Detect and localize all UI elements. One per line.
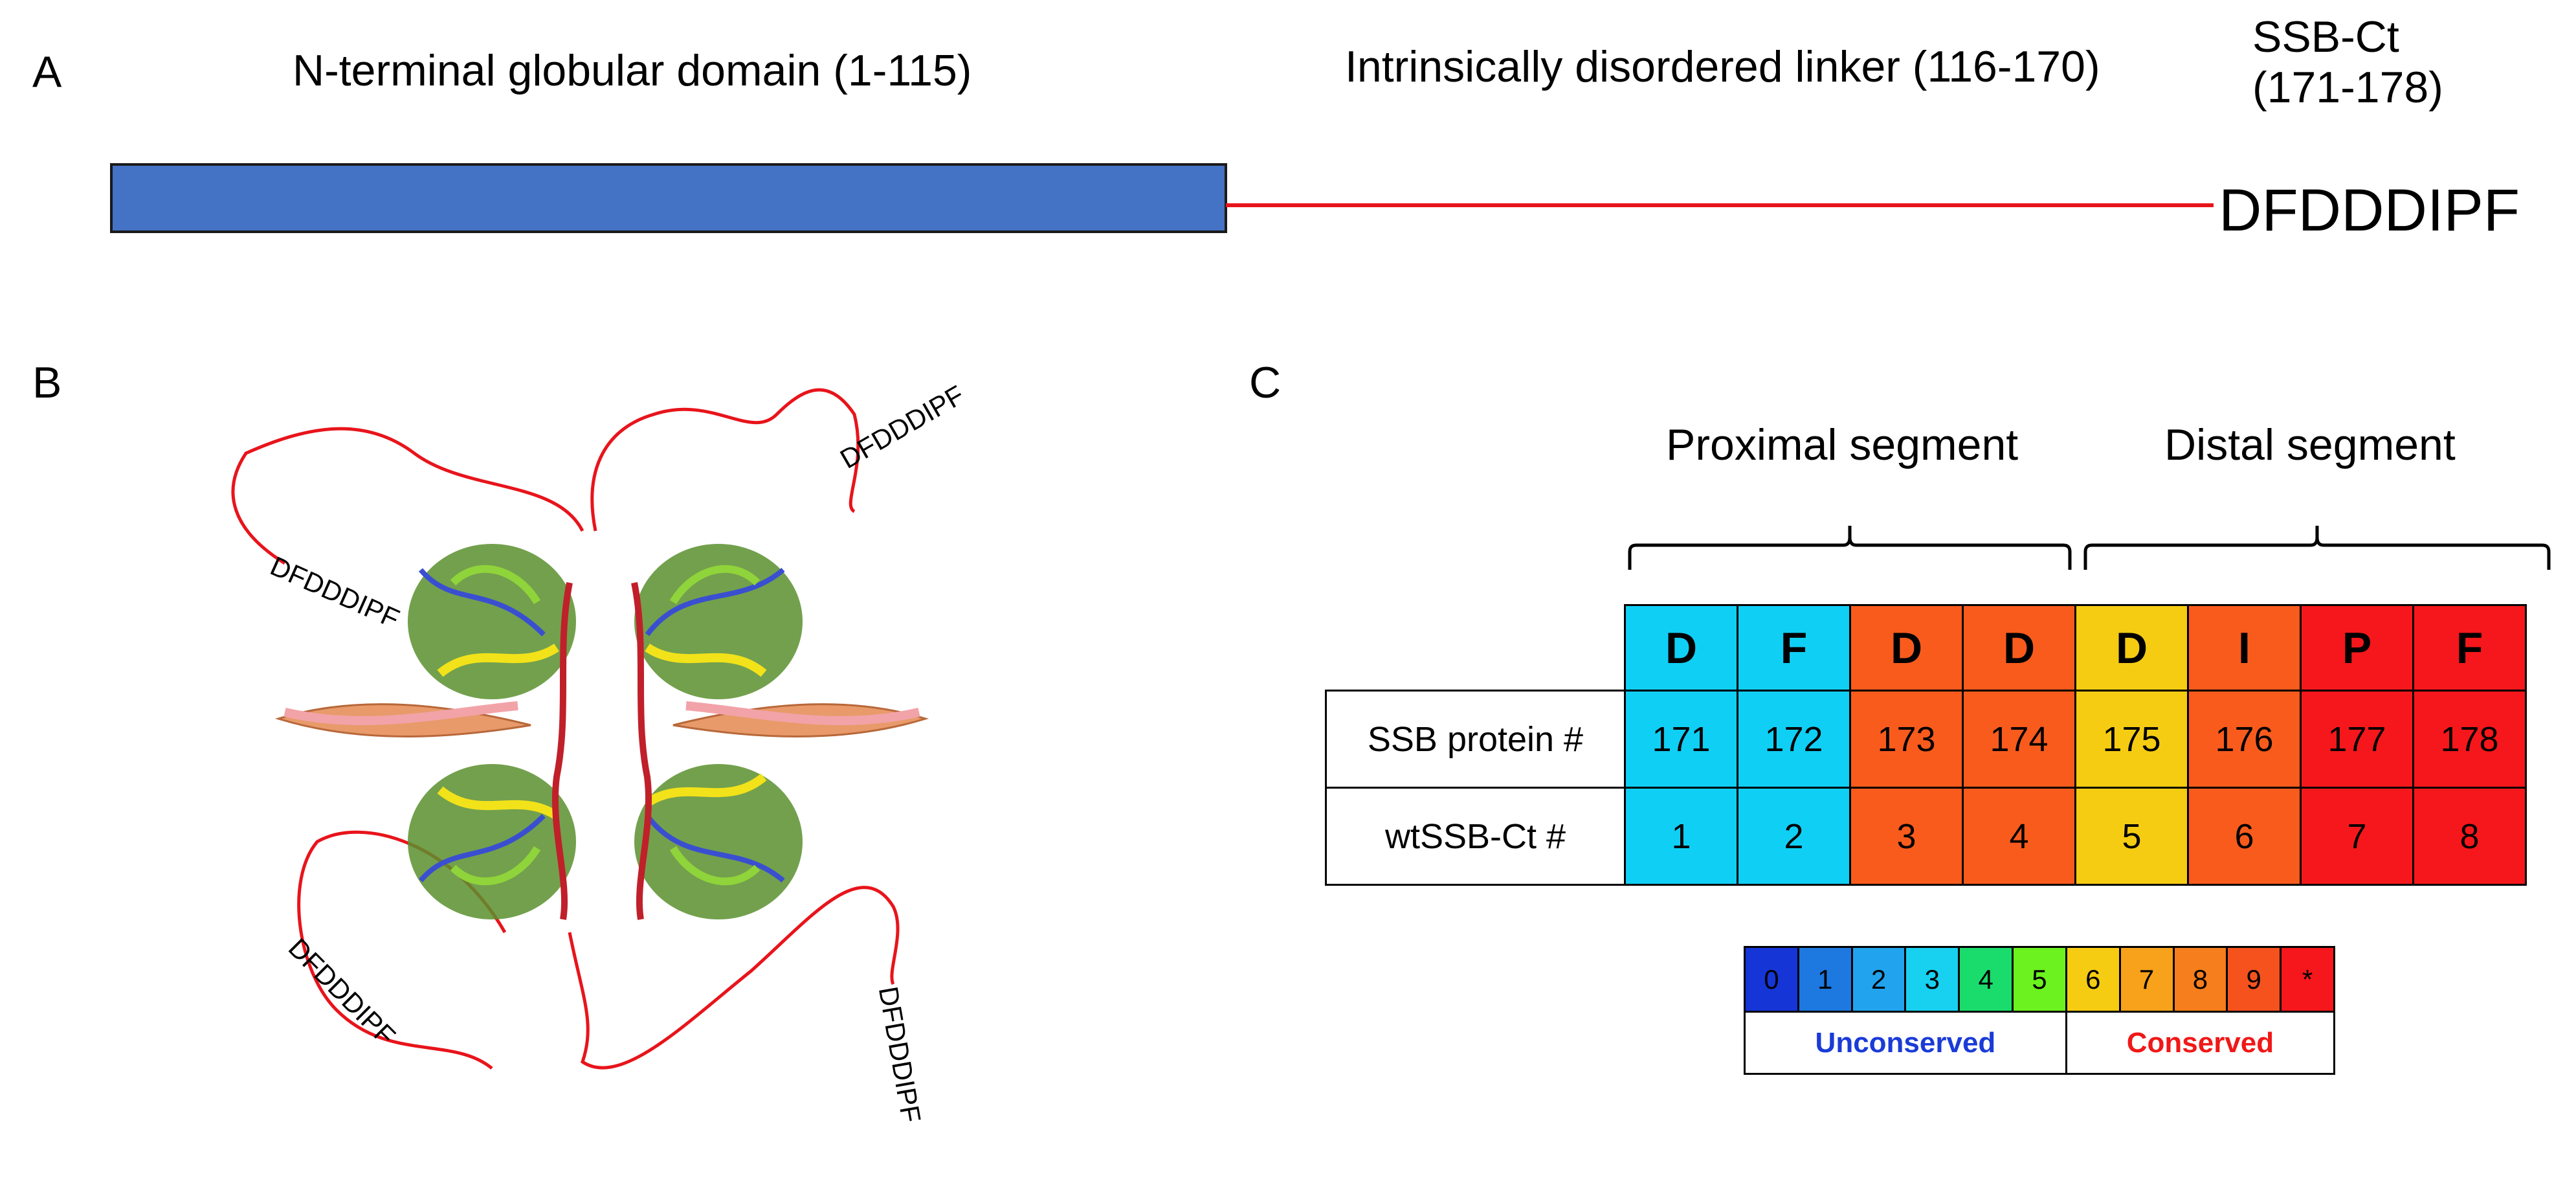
residue-letter: I (2187, 604, 2302, 692)
ssb-protein-number: 177 (2300, 690, 2414, 789)
wtssb-ct-number: 2 (1737, 787, 1851, 886)
panel-label-b: B (32, 358, 62, 407)
conserved-label: Conserved (2065, 1011, 2336, 1075)
panel-label-c: C (1249, 358, 1282, 407)
disordered-tail (568, 886, 900, 1070)
wtssb-ct-number: 6 (2187, 787, 2302, 886)
row-label: wtSSB-Ct # (1325, 787, 1626, 886)
scale-cell: * (2280, 946, 2335, 1013)
wtssb-ct-number: 7 (2300, 787, 2414, 886)
scale-cell: 7 (2118, 946, 2175, 1013)
ob-fold-domain (408, 764, 576, 919)
interface-strand (551, 582, 573, 920)
linker-label: Intrinsically disordered linker (116-170… (1345, 42, 2100, 91)
ob-fold-domain (408, 544, 576, 699)
ssb-tetramer-structure (231, 388, 929, 1070)
residue-letter: F (1737, 604, 1851, 692)
ssb-protein-number: 172 (1737, 690, 1851, 789)
scale-cell: 8 (2172, 946, 2228, 1013)
wtssb-ct-number: 4 (1962, 787, 2076, 886)
ssb-protein-number: 176 (2187, 690, 2302, 789)
unconserved-label: Unconserved (1744, 1011, 2067, 1075)
proximal-segment-label: Proximal segment (1666, 420, 2019, 469)
wtssb-ct-number: 5 (2074, 787, 2189, 886)
scale-cell: 6 (2065, 946, 2121, 1013)
scale-cell: 0 (1744, 946, 1799, 1013)
residue-letter: D (2074, 604, 2189, 692)
proximal-segment-brace (1628, 526, 2072, 570)
interface-strand (631, 582, 652, 920)
globular-domain-label: N-terminal globular domain (1-115) (293, 46, 972, 95)
scale-cell: 3 (1904, 946, 1960, 1013)
residue-letter: F (2412, 604, 2527, 692)
scale-cell: 1 (1797, 946, 1853, 1013)
globular-domain-bar (110, 163, 1227, 233)
wtssb-ct-number: 1 (1624, 787, 1738, 886)
distal-segment-brace (2083, 526, 2551, 570)
residue-letter: D (1624, 604, 1738, 692)
residue-letter: D (1962, 604, 2076, 692)
beta-hairpin (685, 701, 920, 725)
ssb-protein-number: 174 (1962, 690, 2076, 789)
scale-cell: 2 (1850, 946, 1907, 1013)
wtssb-ct-number: 3 (1849, 787, 1964, 886)
ssb-ct-title: SSB-Ct (2252, 12, 2399, 62)
scale-cell: 9 (2226, 946, 2282, 1013)
ob-fold-domain (634, 764, 803, 919)
beta-hairpin (283, 701, 518, 725)
ob-fold-domain (634, 544, 803, 699)
wtssb-ct-number: 8 (2412, 787, 2527, 886)
ssb-protein-number: 171 (1624, 690, 1738, 789)
residue-letter: P (2300, 604, 2414, 692)
residue-letter: D (1849, 604, 1964, 692)
scale-cell: 4 (1958, 946, 2014, 1013)
blank-header-cell (1326, 605, 1625, 691)
ssb-ct-sequence: DFDDDIPF (2219, 177, 2520, 243)
disordered-tail (231, 427, 584, 565)
ssb-protein-number: 173 (1849, 690, 1964, 789)
scale-cell: 5 (2012, 946, 2067, 1013)
distal-segment-label: Distal segment (2164, 420, 2456, 469)
disordered-tail (590, 388, 860, 532)
row-label: SSB protein # (1325, 690, 1626, 789)
ssb-protein-number: 175 (2074, 690, 2189, 789)
panel-label-a: A (32, 47, 62, 96)
ssb-protein-number: 178 (2412, 690, 2527, 789)
